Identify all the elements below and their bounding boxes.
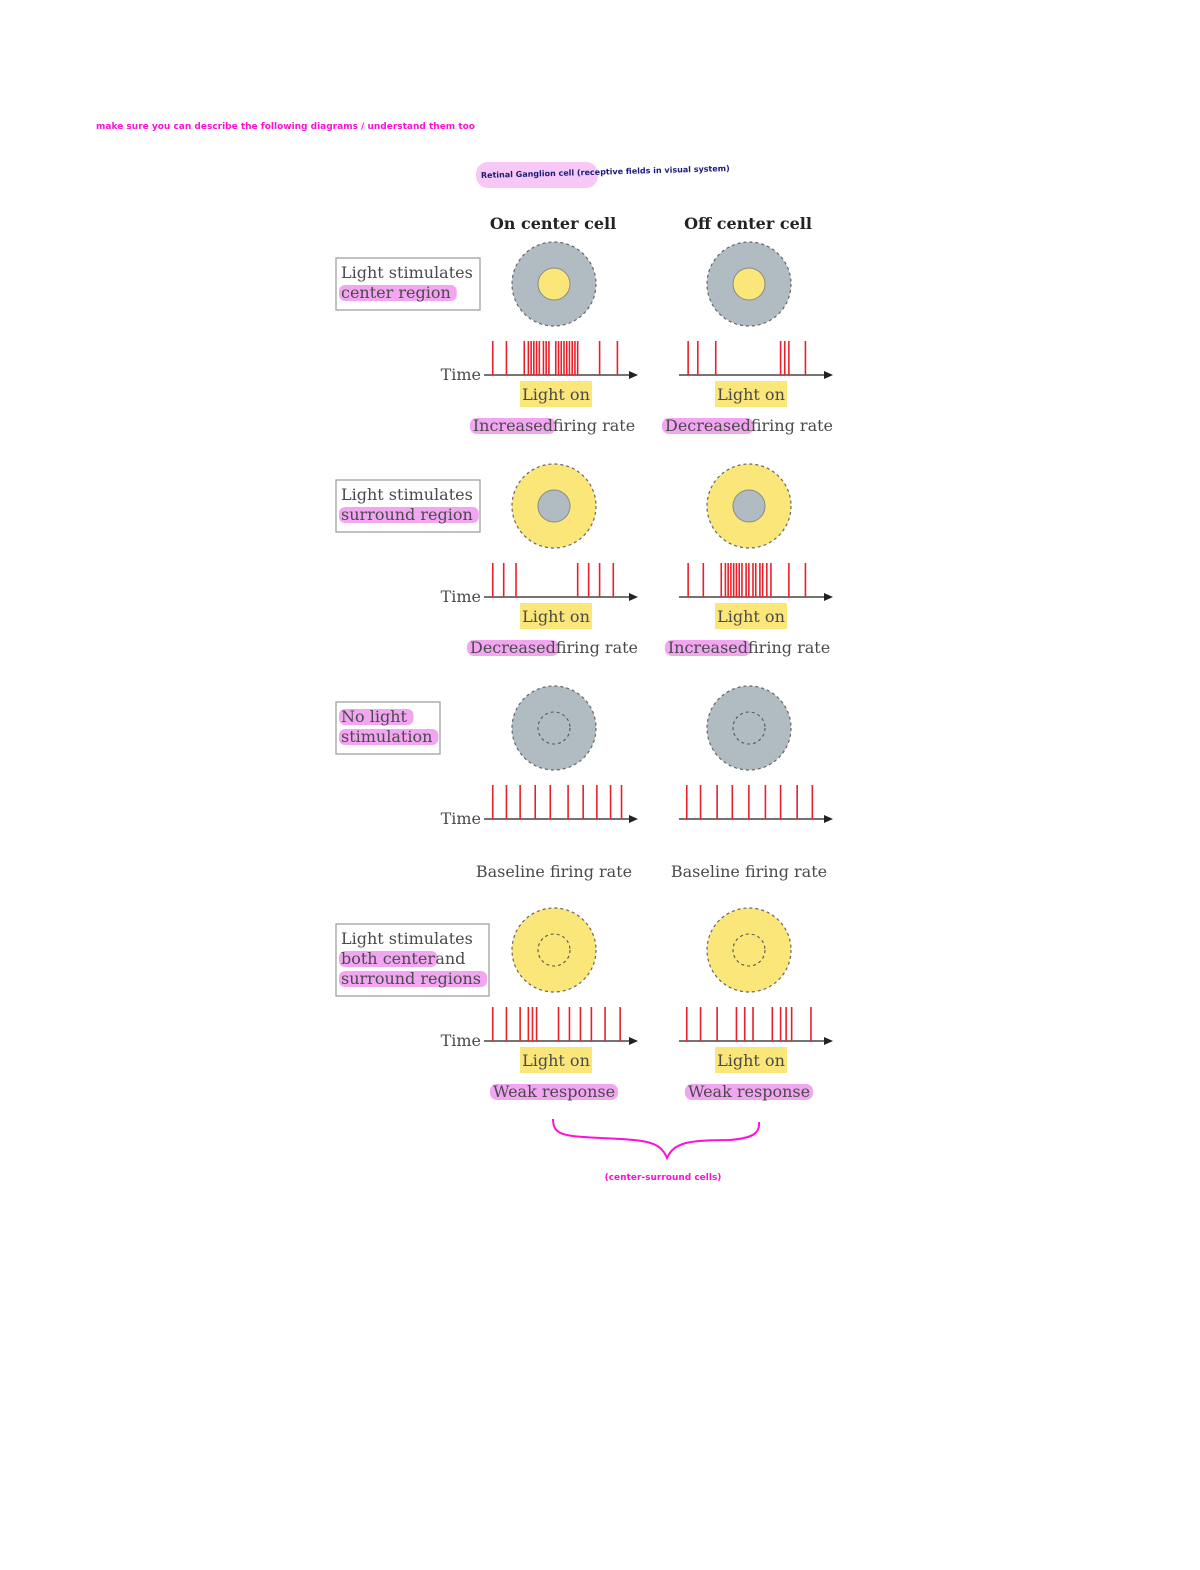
row-label-text: surround regions [341,969,481,988]
on-result-highlight [467,640,559,656]
on-result: Increased firing rate [469,416,635,435]
on-result-highlight [469,418,557,434]
row-label-box [335,479,481,533]
on-result-text: firing rate [556,638,638,657]
time-label: Time [441,365,481,384]
off-result-highlight [662,418,754,434]
off-center-circle [732,267,766,301]
row-label-text: stimulation [341,727,432,746]
row-label-text: surround region [341,505,473,524]
on-light-on-badge [520,603,592,629]
on-result: Baseline firing rate [476,862,632,881]
on-result: Decreased firing rate [467,638,638,657]
on-light-on-badge [520,1047,592,1073]
row-label-highlight-text: both center [341,949,435,968]
off-center-boundary [732,711,766,745]
off-result: Increased firing rate [664,638,830,657]
on-result-text: Baseline firing rate [476,862,632,881]
on-light-on-label: Light on [522,385,590,404]
row-label-text: and [435,949,465,968]
off-result: Baseline firing rate [671,862,827,881]
row-label-box [335,257,481,311]
off-result-highlight-text: Increased [668,638,748,657]
off-center-header: Off center cell [684,214,812,233]
on-result: Weak response [489,1082,619,1101]
label-highlight [339,951,438,967]
on-center-boundary [537,933,571,967]
off-center-boundary [732,933,766,967]
on-result-highlight [489,1084,619,1100]
on-time-arrow [629,1037,638,1045]
on-result-highlight-text: Increased [473,416,553,435]
bottom-handwritten-note: (center-surround cells) [605,1173,722,1183]
subtitle-highlight [476,162,598,188]
on-time-arrow [629,371,638,379]
off-light-on-badge [715,1047,787,1073]
off-light-on-badge [715,603,787,629]
on-result-highlight-text: Decreased [470,638,556,657]
on-surround-circle [511,685,597,771]
on-time-arrow [629,815,638,823]
off-result-text: firing rate [748,638,830,657]
on-center-circle [537,267,571,301]
off-result-text: firing rate [751,416,833,435]
off-time-arrow [824,593,833,601]
on-center-boundary [537,711,571,745]
on-center-header: On center cell [490,214,616,233]
off-result-highlight-text: Decreased [665,416,751,435]
off-center-circle [732,489,766,523]
on-light-on-badge [520,381,592,407]
on-surround-circle [511,907,597,993]
off-surround-circle [706,685,792,771]
row-label-text: Light stimulates [341,929,473,948]
off-result-highlight [664,640,752,656]
on-light-on-label: Light on [522,1051,590,1070]
off-result-text: Baseline firing rate [671,862,827,881]
off-light-on-label: Light on [717,1051,785,1070]
on-result-highlight-text: Weak response [493,1082,615,1101]
off-time-arrow [824,815,833,823]
off-result-highlight-text: Weak response [688,1082,810,1101]
off-light-on-badge [715,381,787,407]
off-light-on-label: Light on [717,385,785,404]
on-time-arrow [629,593,638,601]
label-highlight [339,285,457,301]
label-highlight [339,729,439,745]
on-result-text: firing rate [553,416,635,435]
off-result: Weak response [684,1082,814,1101]
on-center-circle [537,489,571,523]
row-label-text: No light [341,707,408,726]
off-result-highlight [684,1084,814,1100]
off-time-arrow [824,1037,833,1045]
top-handwritten-note: make sure you can describe the following… [96,122,475,132]
row-label-text: Light stimulates [341,263,473,282]
off-surround-circle [706,907,792,993]
time-label: Time [441,587,481,606]
row-label-text: Light stimulates [341,485,473,504]
time-label: Time [441,809,481,828]
off-light-on-label: Light on [717,607,785,626]
off-result: Decreased firing rate [662,416,833,435]
label-highlight [339,507,479,523]
on-light-on-label: Light on [522,607,590,626]
label-highlight [339,971,488,987]
grouping-brace [552,1118,761,1161]
row-label-text: center region [341,283,451,302]
off-time-arrow [824,371,833,379]
label-highlight [339,709,414,725]
time-label: Time [441,1031,481,1050]
